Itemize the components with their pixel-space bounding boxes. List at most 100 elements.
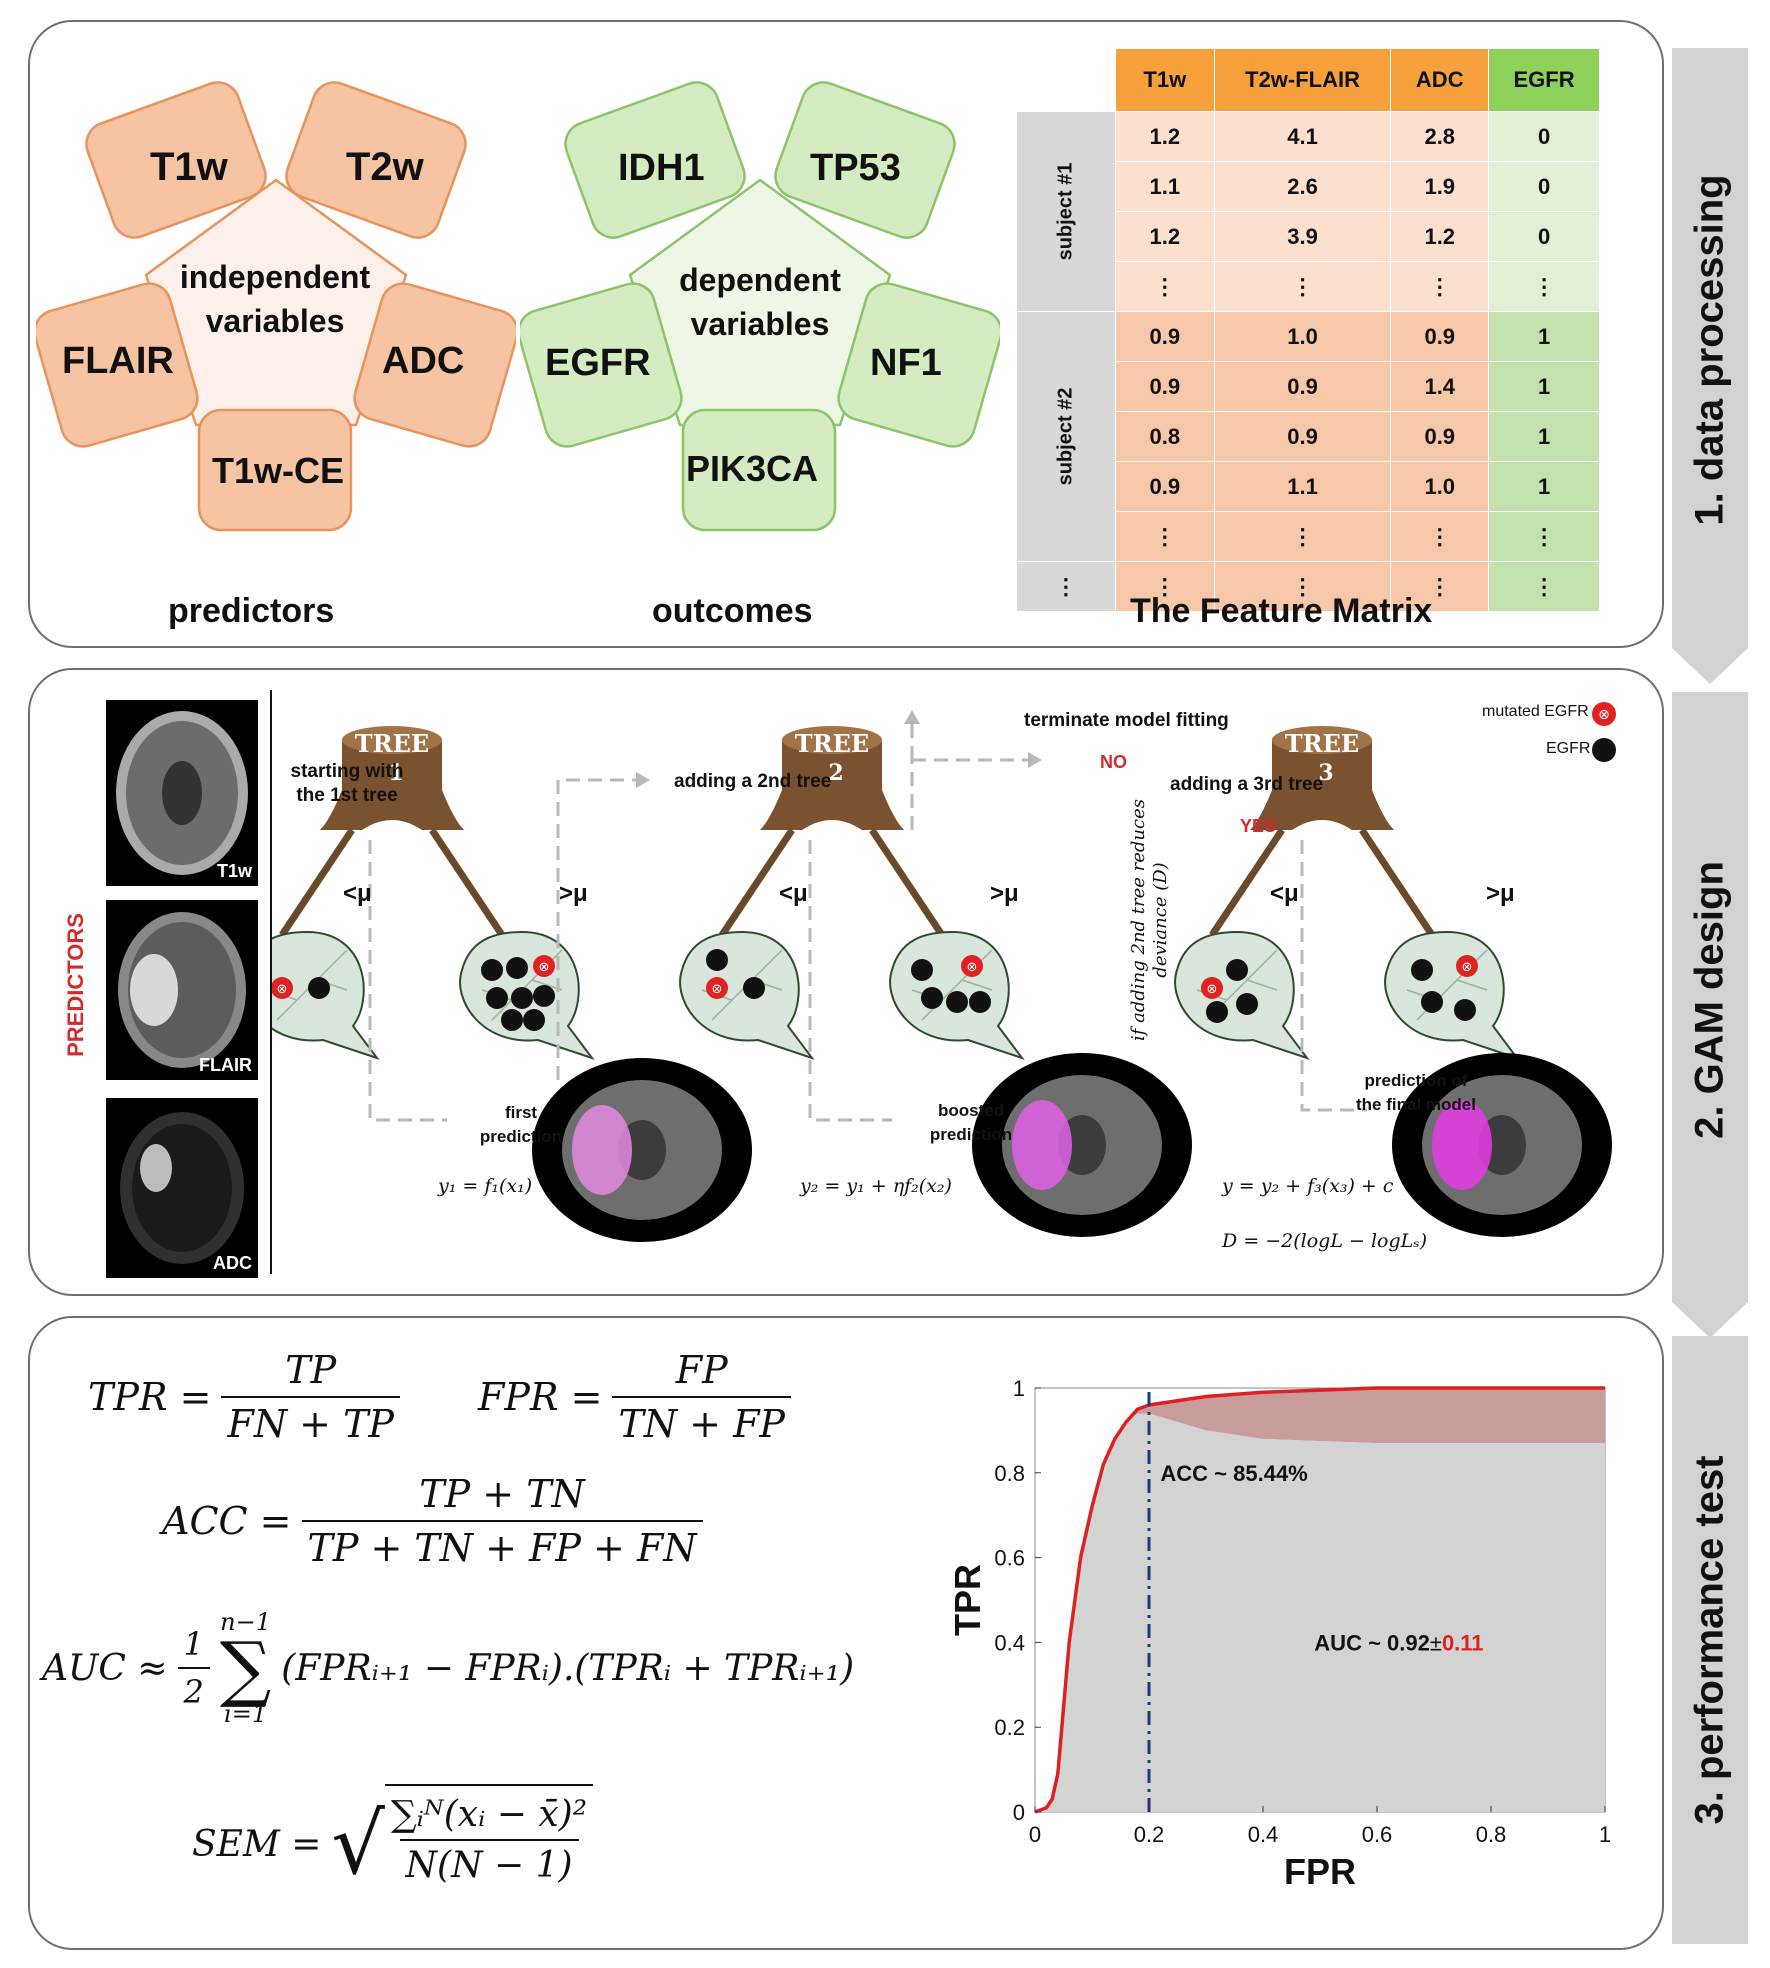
outcome-tile-idh1 [564, 81, 746, 239]
outcome-tp53: TP53 [810, 147, 901, 189]
tree-stump [760, 740, 904, 830]
step-label-bar-2 [1672, 692, 1748, 1302]
x-tick-label: 0.6 [1362, 1822, 1393, 1847]
tree3-lt: <μ [1270, 880, 1299, 907]
y-axis-label: TPR [947, 1564, 988, 1636]
tumor-prediction [1012, 1100, 1072, 1190]
x-tick-label: 1 [1599, 1822, 1611, 1847]
header-egfr: EGFR [1488, 48, 1600, 112]
mutated-egfr-mark: ⊗ [1462, 960, 1473, 975]
acc-annotation: ACC ~ 85.44% [1160, 1461, 1307, 1486]
outcome-tile-egfr [520, 282, 683, 448]
arrow-head [904, 710, 920, 724]
egfr-dot [486, 987, 508, 1009]
feature-matrix-cell: 1 [1488, 361, 1600, 412]
feature-matrix-caption: The Feature Matrix [1130, 592, 1433, 630]
feature-matrix-cell: ⋮ [1114, 511, 1215, 562]
outcome-pik3ca: PIK3CA [686, 448, 819, 489]
predictor-tile-t1wce [197, 408, 353, 532]
egfr-dot [969, 991, 991, 1013]
mri-flair: FLAIR [106, 900, 258, 1080]
feature-matrix-cell: 0.9 [1390, 411, 1490, 462]
tree2-lt: <μ [779, 880, 808, 907]
step-label-bar-1 [1672, 48, 1748, 648]
x-axis-label: FPR [1284, 1851, 1356, 1892]
egfr-dot [1421, 991, 1443, 1013]
egfr-dot [706, 949, 728, 971]
feature-matrix-cell: ⋮ [1488, 261, 1600, 312]
tree1-gt: >μ [559, 880, 588, 907]
arrow-head [1028, 752, 1042, 768]
roc-area [1035, 1413, 1605, 1812]
tree1-lt: <μ [343, 880, 372, 907]
egfr-dot [1236, 993, 1258, 1015]
equation-2: y₂ = y₁ + ηf₂(x₂) [800, 1175, 952, 1197]
condition-text: if adding 2nd tree reduces deviance (D) [1128, 799, 1171, 1042]
predictors-side-label: PREDICTORS [63, 913, 88, 1057]
predictors-caption: predictors [168, 592, 335, 630]
tree-word: TREE [355, 729, 429, 758]
feature-matrix-cell: 1.0 [1390, 461, 1490, 512]
egfr-dot [946, 991, 968, 1013]
outcome-egfr: EGFR [545, 342, 651, 384]
predictor-tile-t2w [285, 81, 467, 239]
feature-matrix-cell: 0.9 [1114, 361, 1215, 412]
feature-matrix-ellipsis-row: ⋮ ⋮ ⋮ ⋮ ⋮ [1016, 561, 1600, 612]
tree-word: TREE [1285, 729, 1359, 758]
egfr-dot [506, 957, 528, 979]
egfr-dot [501, 1009, 523, 1031]
header-adc: ADC [1390, 48, 1490, 112]
predictors-cluster [36, 81, 516, 532]
equation-3: y = y₂ + f₃(x₃) + c [1222, 1175, 1394, 1197]
predictor-tile-flair [36, 282, 199, 448]
flow-tree2-down [808, 840, 892, 1122]
feature-matrix-cell: 2.8 [1390, 111, 1490, 162]
mutated-egfr-mark: ⊗ [277, 982, 288, 997]
egfr-dot [1226, 959, 1248, 981]
step-label-bar-3 [1672, 1336, 1748, 1944]
y-tick-label: 0.2 [994, 1715, 1025, 1740]
tree-stump [1250, 740, 1394, 830]
feature-matrix-cell: 0.9 [1390, 311, 1490, 362]
no-label: NO [1100, 752, 1127, 772]
final-prediction-label: prediction of the final model [1356, 1071, 1476, 1114]
tree-branch [869, 828, 945, 937]
mutated-egfr-dot [272, 977, 293, 999]
y-tick-label: 0 [1013, 1800, 1025, 1825]
egfr-dot [511, 987, 533, 1009]
predictors-center-label: independent variables [179, 259, 371, 339]
outcome-idh1: IDH1 [618, 147, 705, 189]
feature-matrix-cell: 2.6 [1213, 161, 1392, 212]
x-tick-label: 0.4 [1248, 1822, 1279, 1847]
subject-label: subject #2 [1016, 311, 1116, 562]
y-tick-label: 0.6 [994, 1546, 1025, 1571]
outcomes-caption: outcomes [652, 592, 813, 630]
feature-matrix-cell: 1.2 [1114, 111, 1215, 162]
mutated-egfr-dot [706, 977, 728, 999]
tree3-gt: >μ [1486, 880, 1515, 907]
tumor-prediction [1432, 1100, 1492, 1190]
tree-branch [1209, 828, 1285, 937]
feature-matrix-cell: ⋮ [1488, 511, 1600, 562]
feature-matrix-cell: 0 [1488, 111, 1600, 162]
feature-matrix-cell: 1.9 [1390, 161, 1490, 212]
terminate-text: terminate model fitting [1024, 710, 1229, 731]
predictor-t2w: T2w [346, 145, 424, 189]
mutated-egfr-dot [533, 955, 555, 977]
outcomes-center-label: dependent variables [679, 262, 841, 342]
predictor-t1wce: T1w-CE [212, 450, 345, 491]
mri-adc: ADC [106, 1098, 258, 1278]
feature-matrix-cell: 4.1 [1213, 111, 1392, 162]
predictor-t1w: T1w [150, 145, 228, 189]
feature-matrix-cell: 0.9 [1213, 411, 1392, 462]
step-label-1: 1. data processing [1687, 174, 1732, 526]
y-tick-label: 0.4 [994, 1630, 1025, 1655]
arrow-head [636, 772, 650, 788]
feature-matrix-row: ⋮⋮⋮⋮ [1017, 511, 1600, 562]
